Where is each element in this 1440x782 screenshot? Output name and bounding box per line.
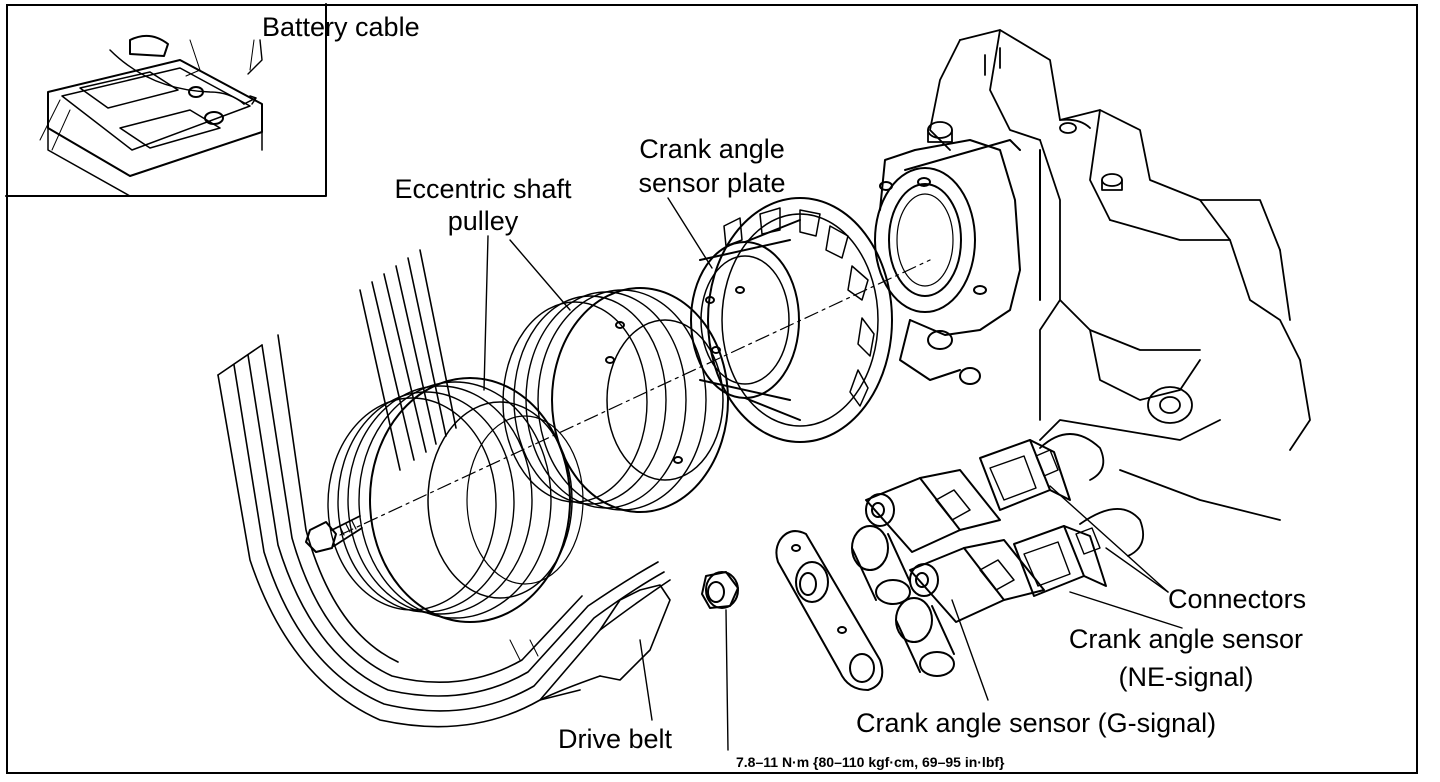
label-connectors: Connectors <box>1168 584 1307 614</box>
engine-block <box>927 29 1311 521</box>
drive-belt <box>217 249 671 728</box>
leader-lines <box>247 39 1183 751</box>
label-battery-cable: Battery cable <box>262 12 420 42</box>
sensor-bracket <box>775 530 884 691</box>
battery-inset <box>5 3 327 197</box>
connectors-drawing <box>979 433 1144 597</box>
eccentric-pulley-front <box>327 377 584 623</box>
label-crank-angle-sensor-ne-line2: (NE-signal) <box>1118 662 1254 692</box>
eccentric-pulley-rear <box>502 287 729 513</box>
label-crank-angle-sensor-g: Crank angle sensor (G-signal) <box>856 708 1217 738</box>
label-crank-angle-sensor-ne-line1: Crank angle sensor <box>1068 624 1304 654</box>
axis-line <box>339 259 931 536</box>
label-crank-angle-sensor-plate-line2: sensor plate <box>638 168 786 198</box>
label-crank-angle-sensor-plate-line1: Crank angle <box>639 134 785 164</box>
sensor-plate-drawing <box>690 197 893 443</box>
label-eccentric-shaft-pulley-line1: Eccentric shaft <box>394 174 572 204</box>
front-cover <box>874 139 1041 385</box>
torque-specification: 7.8–11 N·m {80–110 kgf·cm, 69–95 in·lbf} <box>736 754 1005 770</box>
washer-nut <box>701 571 739 609</box>
label-drive-belt: Drive belt <box>558 724 673 754</box>
diagram-frame <box>6 4 1418 774</box>
pulley-bolt <box>305 515 363 553</box>
sensor-ne-drawing <box>851 469 1001 605</box>
label-eccentric-shaft-pulley-line2: pulley <box>447 206 519 236</box>
sensor-g-drawing <box>895 539 1045 677</box>
